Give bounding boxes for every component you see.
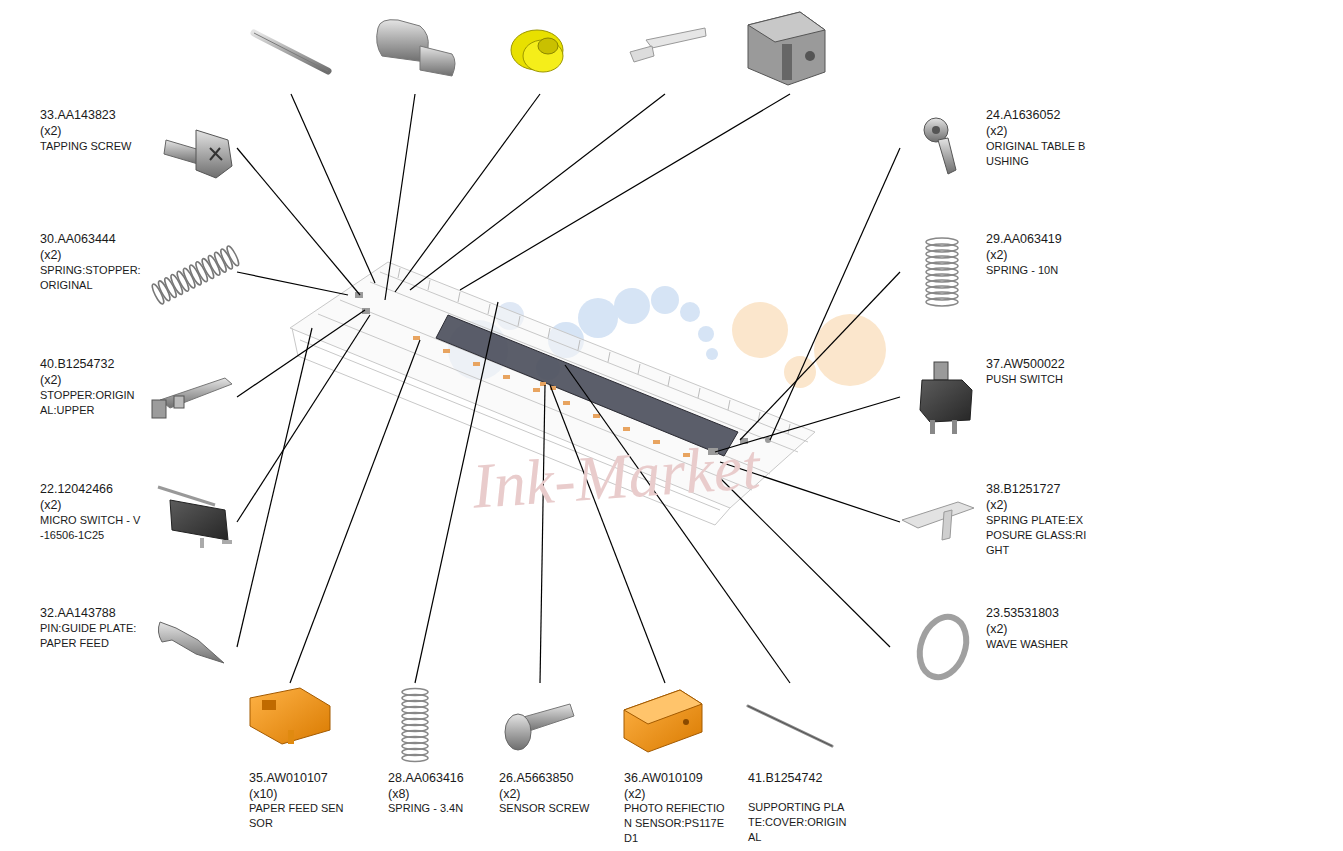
callout-number: 40.B1254732 (40, 356, 114, 372)
sensor-screw-icon (505, 704, 574, 750)
part-name: SUPPORTING PLA TE:COVER:ORIGIN AL (748, 800, 856, 845)
part-name: TAPPING SCREW (40, 139, 160, 154)
callout-number: 38.B1251727 (986, 481, 1060, 497)
quantity: (x2) (40, 372, 62, 388)
micro-switch-icon (158, 487, 232, 548)
part-name: MICRO SWITCH - V -16506-1C25 (40, 513, 160, 543)
scanner-assembly (290, 262, 815, 525)
callout-number: 30.AA063444 (40, 231, 116, 247)
part-name: PHOTO REFIECTIO N SENSOR:PS117E D1 (624, 801, 728, 846)
callout-number: 37.AW500022 (986, 356, 1065, 372)
spring-icon (926, 238, 958, 306)
quantity: (x2) (40, 247, 62, 263)
push-switch-icon (920, 362, 972, 434)
callout-number: 33.AA143823 (40, 107, 116, 123)
callout-number: 36.AW010109 (624, 770, 703, 786)
pin-icon (254, 33, 328, 71)
sensor-icon (250, 688, 330, 744)
bushing-icon (511, 30, 563, 72)
spring-plate-icon (902, 502, 974, 540)
callout-number: 28.AA063416 (388, 770, 464, 786)
part-name: SPRING:STOPPER: ORIGINAL (40, 263, 160, 293)
quantity: (x2) (986, 123, 1008, 139)
quantity: (x2) (499, 786, 521, 802)
callout-number: 41.B1254742 (748, 770, 822, 786)
screw-icon (164, 130, 232, 178)
quantity: (x2) (40, 497, 62, 513)
block-icon (748, 12, 825, 85)
supporting-plate-icon (748, 706, 832, 746)
part-name: STOPPER:ORIGIN AL:UPPER (40, 388, 160, 418)
part-name: PIN:GUIDE PLATE: PAPER FEED (40, 621, 160, 651)
quantity: (x2) (986, 621, 1008, 637)
quantity: (x10) (249, 786, 277, 802)
spring-icon (150, 245, 240, 305)
quantity: (x2) (986, 497, 1008, 513)
part-name: SPRING - 3.4N (388, 801, 492, 816)
spring-icon (402, 689, 428, 762)
lever-bushing-icon (924, 118, 956, 174)
guide-pin-icon (158, 622, 224, 663)
part-name: SPRING PLATE:EX POSURE GLASS:RI GHT (986, 513, 1104, 558)
plate-icon (630, 28, 706, 62)
quantity: (x2) (624, 786, 646, 802)
callout-number: 24.A1636052 (986, 107, 1060, 123)
callout-number: 23.53531803 (986, 605, 1059, 621)
quantity: (x8) (388, 786, 410, 802)
part-name: SENSOR SCREW (499, 801, 603, 816)
callout-number: 22.12042466 (40, 481, 113, 497)
callout-number: 32.AA143788 (40, 605, 116, 621)
callout-number: 26.A5663850 (499, 770, 573, 786)
quantity: (x2) (986, 247, 1008, 263)
part-name: SPRING - 10N (986, 263, 1104, 278)
photo-sensor-icon (624, 690, 702, 752)
callout-number: 35.AW010107 (249, 770, 328, 786)
callout-number: 29.AA063419 (986, 231, 1062, 247)
part-name: PUSH SWITCH (986, 372, 1104, 387)
wave-washer-icon (912, 610, 975, 683)
quantity: (x2) (40, 123, 62, 139)
part-name: PAPER FEED SEN SOR (249, 801, 353, 831)
part-name: ORIGINAL TABLE B USHING (986, 139, 1104, 169)
shaft-icon (377, 20, 455, 76)
stopper-icon (152, 378, 232, 418)
part-name: WAVE WASHER (986, 637, 1104, 652)
leader-lines (237, 94, 900, 683)
watermark: Ink-Market (470, 432, 762, 522)
